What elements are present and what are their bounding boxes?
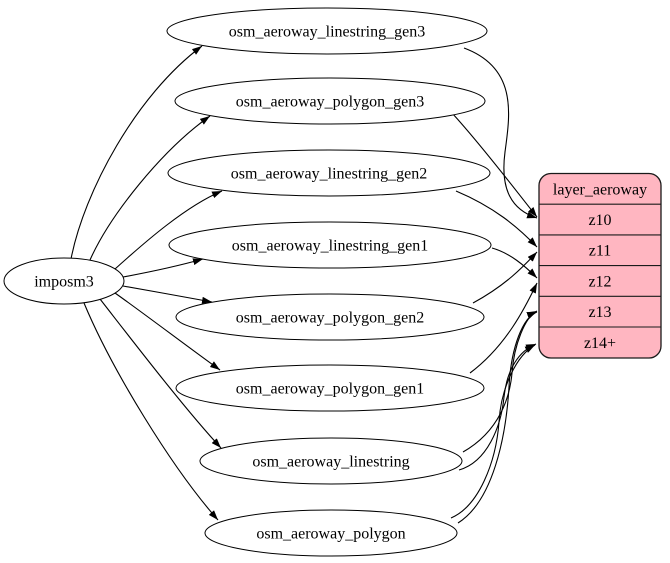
table-ellipse (204, 509, 458, 557)
edge-imposm3-to-polygon-gen3 (89, 115, 211, 261)
node-osm-aeroway-polygon-gen3: osm_aeroway_polygon_gen3 (174, 77, 486, 125)
node-osm-aeroway-linestring: osm_aeroway_linestring (199, 437, 463, 485)
edges-to-layer (450, 47, 538, 524)
layer-row-z12: z12 (588, 274, 611, 291)
edge-imposm3-to-linestring-gen3 (70, 45, 203, 260)
edge-linestring-gen3-to-z10 (463, 47, 538, 219)
table-label: osm_aeroway_linestring_gen3 (229, 24, 425, 41)
node-osm-aeroway-linestring-gen2: osm_aeroway_linestring_gen2 (167, 149, 491, 197)
table-label: osm_aeroway_polygon_gen2 (236, 310, 424, 327)
node-imposm3: imposm3 (3, 257, 125, 305)
table-ellipse (175, 364, 485, 412)
imposm3-label: imposm3 (34, 274, 94, 291)
node-osm-aeroway-polygon-gen1: osm_aeroway_polygon_gen1 (175, 364, 485, 412)
layer-row-z14: z14+ (584, 335, 616, 352)
imposm3-ellipse (3, 257, 125, 305)
table-label: osm_aeroway_linestring_gen2 (231, 166, 427, 183)
node-layer-aeroway: layer_aeroway z10 z11 z12 z13 z14+ (538, 172, 662, 359)
node-osm-aeroway-linestring-gen1: osm_aeroway_linestring_gen1 (168, 221, 492, 269)
edge-polygon-to-z13 (457, 311, 538, 524)
layer-row-z13: z13 (588, 304, 611, 321)
edge-polygon-gen3-to-z10 (451, 112, 538, 218)
edge-imposm3-to-linestring-gen1 (122, 258, 204, 278)
layer-aeroway-title: layer_aeroway (553, 181, 647, 198)
edge-imposm3-to-linestring (99, 298, 222, 449)
table-ellipse (167, 149, 491, 197)
table-ellipse (168, 221, 492, 269)
node-osm-aeroway-polygon: osm_aeroway_polygon (204, 509, 458, 557)
edge-polygon-gen1-to-z12 (469, 282, 538, 374)
table-ellipse (199, 437, 463, 485)
edge-linestring-gen2-to-z11 (455, 190, 538, 248)
edge-imposm3-to-polygon-gen2 (122, 285, 213, 304)
edge-imposm3-to-polygon-gen1 (114, 292, 221, 371)
edge-linestring-gen1-to-z12 (491, 247, 538, 279)
layer-row-z11: z11 (589, 243, 612, 260)
layer-row-z10: z10 (588, 212, 611, 229)
table-ellipse (175, 293, 485, 341)
edges-from-source (70, 45, 223, 521)
edge-imposm3-to-linestring-gen2 (114, 190, 223, 270)
node-osm-aeroway-linestring-gen3: osm_aeroway_linestring_gen3 (166, 7, 488, 55)
table-label: osm_aeroway_polygon (256, 526, 405, 543)
table-ellipse (174, 77, 486, 125)
edge-polygon-to-z14 (450, 344, 536, 519)
edge-imposm3-to-polygon (83, 302, 219, 521)
table-label: osm_aeroway_linestring (252, 454, 409, 471)
edge-polygon-gen2-to-z11 (472, 251, 538, 304)
edge-linestring-to-z14 (458, 343, 537, 471)
table-label: osm_aeroway_linestring_gen1 (232, 238, 428, 255)
table-label: osm_aeroway_polygon_gen3 (236, 94, 424, 111)
table-label: osm_aeroway_polygon_gen1 (236, 381, 424, 398)
node-osm-aeroway-polygon-gen2: osm_aeroway_polygon_gen2 (175, 293, 485, 341)
table-ellipse (166, 7, 488, 55)
